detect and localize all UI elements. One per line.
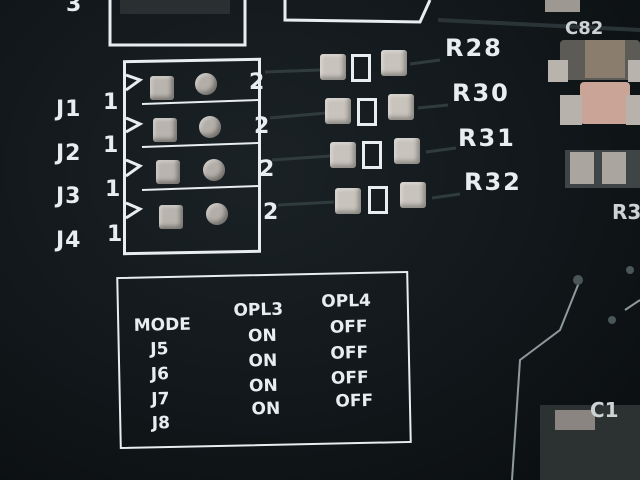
resistor-r28-pad-right (381, 50, 407, 76)
component-label-r3: R3 (612, 200, 640, 224)
resistor-r28-outline (351, 54, 371, 82)
component-label-c1: C1 (590, 398, 619, 422)
jumper-pin1-j4: 1 (107, 222, 124, 247)
resistor-r31-outline (362, 141, 382, 169)
jumper-ref-j4: J4 (56, 228, 82, 253)
jumper-pin2-j1: 2 (249, 70, 265, 95)
jumper-ref-j3: J3 (56, 184, 82, 209)
mode-table-row-j6-opl3: ON (248, 350, 278, 372)
mode-table-row-j7-ref: J7 (151, 389, 170, 410)
jumper-pin1-j1: 1 (103, 90, 120, 115)
mode-table-row-j6-ref: J6 (150, 364, 170, 385)
mode-table-header-opl3: OPL3 (233, 299, 284, 321)
jumper-pin2-j2: 2 (254, 114, 270, 139)
jumper-j3-pad-1 (156, 160, 180, 184)
mode-table-row-j7-opl3: ON (248, 375, 278, 397)
mode-table-row-j7-opl4: OFF (330, 367, 369, 389)
jumper-j1-pad-2 (195, 73, 217, 95)
component-label-c82: C82 (565, 18, 604, 39)
mode-table-row-j8-opl4: OFF (335, 390, 374, 412)
jumper-j2-pad-2 (199, 116, 221, 138)
mode-table-row-j5-ref: J5 (150, 339, 169, 360)
mode-table-header-opl4: OPL4 (321, 290, 372, 312)
mode-table-row-j5-opl3: ON (247, 325, 277, 347)
resistor-r30-outline (357, 98, 377, 126)
mode-table-row-j5-opl4: OFF (329, 316, 368, 338)
resistor-label-r28: R28 (445, 34, 503, 62)
partial-label: 3 (66, 0, 83, 17)
resistor-r32-pad-left (335, 188, 361, 214)
mode-table-row-j8-opl3: ON (251, 398, 281, 420)
jumper-ref-j2: J2 (56, 141, 82, 166)
jumper-pin1-j3: 1 (105, 177, 122, 202)
resistor-r32-outline (368, 186, 388, 214)
resistor-r31-pad-left (330, 142, 356, 168)
jumper-j3-pad-2 (203, 159, 225, 181)
resistor-r28-pad-left (320, 54, 346, 80)
resistor-r31-pad-right (394, 138, 420, 164)
resistor-label-r30: R30 (452, 79, 510, 107)
resistor-r30-pad-right (388, 94, 414, 120)
mode-table-header-mode: MODE (133, 314, 192, 336)
jumper-ref-j1: J1 (56, 97, 82, 122)
mode-table-row-j8-ref: J8 (151, 413, 171, 434)
resistor-label-r31: R31 (458, 124, 516, 152)
resistor-label-r32: R32 (464, 168, 522, 196)
jumper-pin2-j4: 2 (263, 200, 279, 225)
jumper-pin2-j3: 2 (259, 157, 275, 182)
resistor-r32-pad-right (400, 182, 426, 208)
jumper-j4-pad-1 (159, 205, 183, 229)
jumper-j2-pad-1 (153, 118, 177, 142)
jumper-pin1-j2: 1 (103, 133, 120, 158)
jumper-j1-pad-1 (150, 76, 174, 100)
jumper-j4-pad-2 (206, 203, 228, 225)
mode-table-row-j6-opl4: OFF (330, 342, 369, 364)
resistor-r30-pad-left (325, 98, 351, 124)
